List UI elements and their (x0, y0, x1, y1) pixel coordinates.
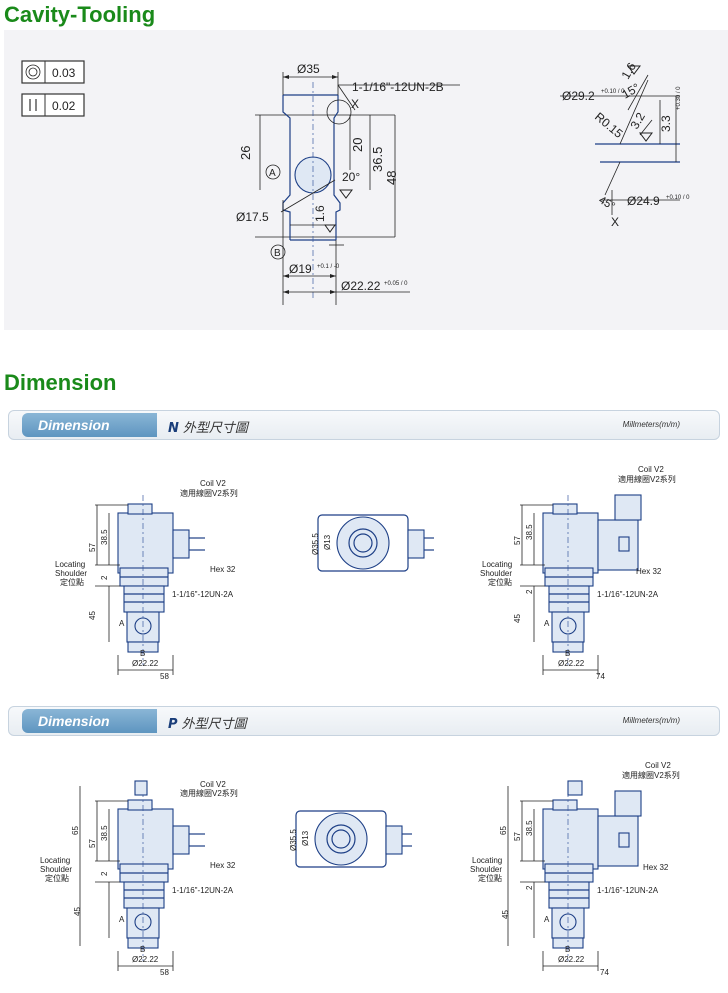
cavity-dimension-lines (259, 72, 460, 305)
cavity-drawing: 0.03 0.02 (21, 60, 690, 305)
dim-15-deg: 15° (620, 80, 643, 101)
dim-26: 26 (238, 146, 253, 160)
datum-b-marker: B (270, 244, 286, 260)
cavity-tooling-title: Cavity-Tooling (4, 2, 156, 27)
dim-20: 20 (350, 138, 365, 152)
cavity-tooling-panel (4, 30, 728, 330)
dim-r0-15: R0.15 (592, 110, 626, 142)
dim-d19-tol: +0.1 / -0 (317, 264, 340, 270)
units-label-n: Millmeters(m/m) (622, 420, 680, 429)
dimension-tab-n: Dimension (22, 413, 157, 437)
dim-36-5: 36.5 (370, 147, 385, 172)
dim-45-deg: 45° (597, 194, 617, 213)
datum-a-label: A (269, 168, 276, 179)
dim-angle-20: 20° (342, 170, 360, 184)
dim-d19: Ø19 (289, 262, 312, 276)
dim-d22-tol: +0.05 / 0 (384, 281, 408, 287)
label-x-detail: X (611, 215, 619, 229)
dimension-panel (4, 400, 728, 993)
tolerance-value-2: 0.02 (52, 99, 76, 113)
dim-d35: Ø35 (297, 62, 320, 76)
dim-thread: 1-1/16"-12UN-2B (352, 80, 444, 94)
dim-3-3: 3.3 (659, 115, 673, 132)
dimension-tab-p: Dimension (22, 709, 157, 733)
datum-b-label: B (274, 248, 281, 259)
dimension-title: Dimension (4, 370, 117, 395)
dim-d24-9: Ø24.9 (627, 194, 660, 208)
dim-r1-6: 1.6 (313, 205, 327, 222)
dim-1-6-detail: 1.6 (618, 60, 639, 82)
tolerance-value-1: 0.03 (52, 66, 76, 80)
units-label-p: Millmeters(m/m) (622, 716, 680, 725)
dim-d24-tol: +0.10 / 0 (666, 195, 690, 201)
dim-d29-tol: +0.10 / 0 (601, 89, 625, 95)
concentricity-tolerance-box: 0.03 (21, 60, 85, 84)
dim-d17-5: Ø17.5 (236, 210, 269, 224)
dim-48: 48 (384, 171, 399, 185)
label-x: X (351, 97, 359, 111)
parallelism-tolerance-box: 0.02 (21, 93, 85, 117)
detail-x-drawing (560, 65, 680, 215)
dim-3-3-tol: +0.30 / 0 (676, 86, 682, 110)
datum-a-marker: A (265, 164, 281, 180)
dim-d29-2: Ø29.2 (562, 89, 595, 103)
dim-d22-22: Ø22.22 (341, 279, 381, 293)
